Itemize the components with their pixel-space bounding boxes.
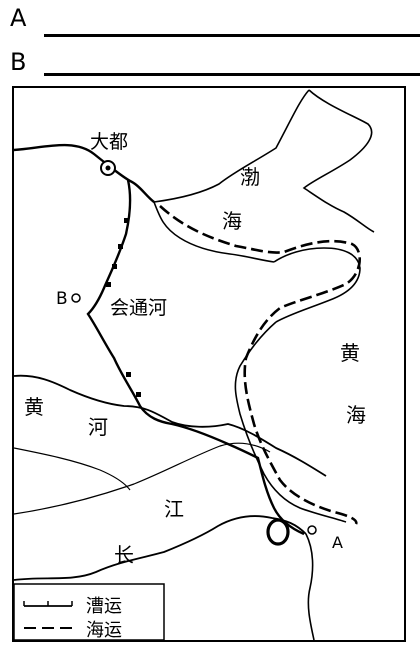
label-bohai-1: 渤 — [240, 165, 260, 189]
label-river-chang-2: 长 — [114, 543, 134, 567]
west-river — [14, 447, 131, 491]
label-river-chang-1: 江 — [164, 497, 184, 521]
label-bohai-2: 海 — [222, 209, 242, 233]
canal-ticks — [106, 218, 141, 397]
point-a-marker — [307, 525, 317, 535]
label-point-b: B — [56, 289, 68, 309]
point-b-marker — [71, 293, 81, 303]
bohai-north-coast — [153, 89, 310, 203]
label-canal: 会通河 — [110, 297, 167, 319]
legend-label-canal: 漕运 — [86, 596, 122, 617]
legend-label-sea: 海运 — [86, 620, 122, 640]
blank-line-a[interactable] — [44, 34, 420, 37]
blank-label-b: B — [10, 48, 27, 76]
label-river-huang-1: 黄 — [24, 395, 44, 419]
north-border — [14, 143, 155, 203]
label-yellow-sea-2: 海 — [346, 403, 366, 427]
label-yellow-sea-1: 黄 — [340, 341, 360, 365]
liaodong-coast — [302, 89, 375, 233]
yellow-river — [14, 374, 327, 477]
blank-line-b[interactable] — [44, 73, 420, 76]
taihu-lake — [266, 518, 290, 546]
label-river-huang-2: 河 — [88, 415, 108, 439]
huai-river — [14, 442, 271, 515]
yangtze-river — [14, 515, 307, 581]
label-dadu: 大都 — [90, 131, 128, 153]
south-coast — [305, 533, 315, 640]
grand-canal — [86, 179, 305, 536]
shandong-coast — [273, 247, 361, 323]
map-frame: 大都 渤 海 B 会通河 黄 海 黄 河 江 长 A 漕运 海运 — [12, 86, 406, 642]
bohai-west-coast — [153, 201, 275, 263]
map-svg: 大都 渤 海 B 会通河 黄 海 黄 河 江 长 A 漕运 海运 — [14, 89, 375, 640]
blank-row-a: A — [0, 0, 420, 40]
label-point-a: A — [332, 533, 343, 552]
blank-row-b: B — [0, 44, 420, 84]
sea-route — [159, 205, 361, 525]
blank-label-a: A — [10, 4, 27, 32]
legend: 漕运 海运 — [14, 583, 165, 640]
